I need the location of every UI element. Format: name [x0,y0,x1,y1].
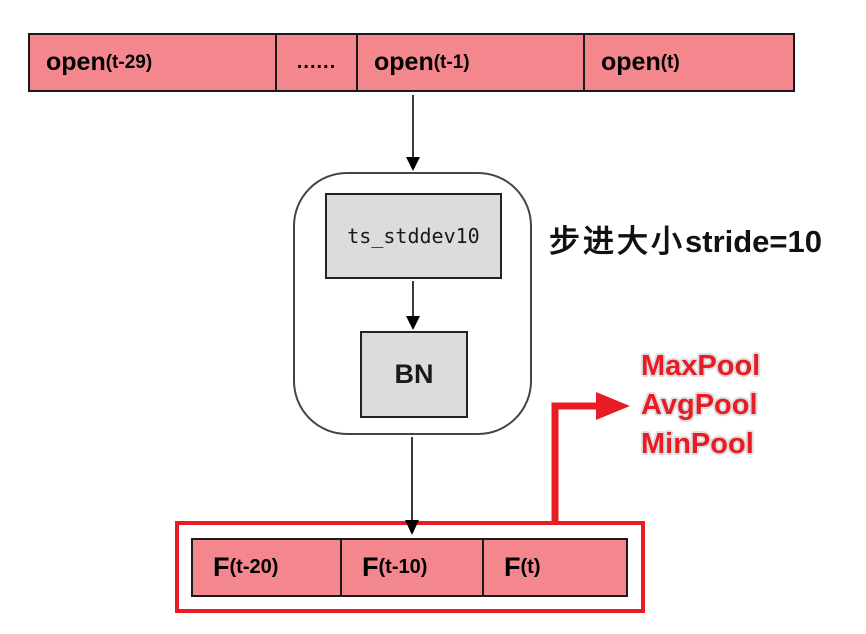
input-cell-open-t: open(t) [585,35,793,90]
red-elbow-arrow-icon [551,392,630,521]
pool-label-min: MinPool [641,428,754,460]
operator-box-ts-stddev10: ts_stddev10 [325,193,502,279]
stride-annotation-en: stride=10 [685,224,823,259]
cell-sublabel: (t-20) [229,556,279,578]
output-cell-f-t-20: F(t-20) [193,540,342,595]
cell-label: open [46,48,106,76]
batchnorm-label: BN [394,359,434,389]
cell-sublabel: (t) [660,51,680,73]
pool-label-max: MaxPool [641,350,761,382]
cell-sublabel: (t) [520,556,541,578]
cell-sublabel: (t-1) [433,51,470,73]
arrow-down-bar-to-process-icon [406,95,420,171]
input-cell-open-t-29: open(t-29) [30,35,277,90]
cell-label: open [374,48,434,76]
input-cell-open-t-1: open(t-1) [358,35,585,90]
operator-label: ts_stddev10 [347,224,480,248]
cell-sublabel: (t-29) [105,51,153,73]
stride-annotation-cn: 步进大小 [549,224,685,260]
cell-label: F [213,552,230,582]
ellipsis-label: ...... [296,51,337,73]
pooling-options-label: MaxPool AvgPool MinPool [641,347,760,464]
cell-sublabel: (t-10) [378,556,428,578]
cell-label: F [504,552,521,582]
cell-label: open [601,48,661,76]
stride-annotation: 步进大小stride=10 [549,216,822,261]
cell-label: F [362,552,379,582]
pool-label-avg: AvgPool [641,389,758,421]
input-cell-ellipsis: ...... [277,35,358,90]
output-cell-f-t: F(t) [484,540,626,595]
output-feature-bar: F(t-20) F(t-10) F(t) [191,538,628,597]
input-window-bar: open(t-29) ...... open(t-1) open(t) [28,33,795,92]
output-cell-f-t-10: F(t-10) [342,540,484,595]
batchnorm-box: BN [360,331,468,418]
